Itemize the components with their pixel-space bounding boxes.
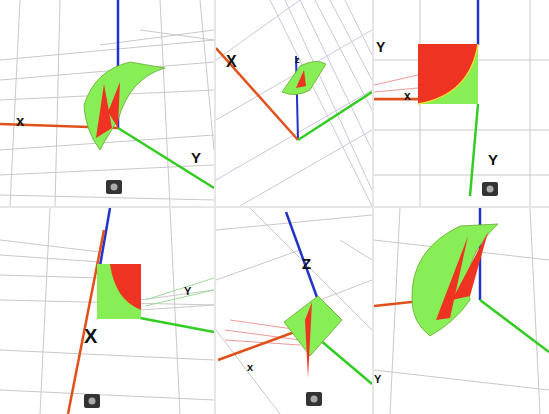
axis-label: z [295,56,300,65]
axis-label: Y [374,374,381,385]
axis-label: Y [376,40,385,54]
axis-label: x [404,90,411,102]
axis-label: X [226,54,237,70]
axis-label: Y [184,286,191,297]
axis-label: Y [191,150,201,165]
axis-label: X [84,326,97,346]
axis-label: Z [302,256,311,271]
axis-label: x [247,362,253,373]
axis-label: Y [488,152,498,167]
axis-label: x [16,113,24,128]
